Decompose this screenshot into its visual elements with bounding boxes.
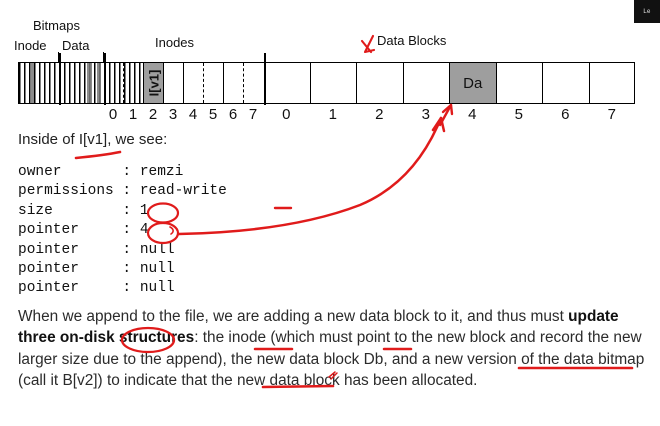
logo-badge-text: Le	[643, 8, 651, 15]
label-bitmaps: Bitmaps	[33, 18, 80, 33]
inode-slot-1	[124, 63, 144, 103]
paragraph-part-2: : the inode (which must point to the new…	[18, 329, 645, 389]
inode-field-listing: owner : remzi permissions : read-write s…	[18, 164, 227, 297]
inode-slot-4	[184, 63, 204, 103]
data-block-0	[264, 63, 311, 103]
inode-table: I[v1]	[104, 63, 264, 103]
label-inode-bitmap: Inode	[14, 38, 47, 53]
data-block-table: Da	[264, 63, 636, 103]
disk-layout-strip: I[v1] Da	[18, 53, 636, 105]
logo-badge: Le	[634, 0, 660, 23]
data-block-index-0: 0	[282, 106, 291, 123]
inode-index-1: 1	[128, 106, 138, 123]
inode-index-7: 7	[248, 106, 258, 123]
label-data-bitmap: Data	[62, 38, 90, 53]
inode-region-end	[264, 53, 267, 105]
data-block-index-4: 4	[468, 106, 477, 123]
data-block-6	[543, 63, 590, 103]
tick-mark-data-bitmap	[103, 52, 104, 62]
underline-intro-Iv1	[74, 150, 122, 160]
data-block-index-1: 1	[328, 106, 337, 123]
data-block-index-3: 3	[421, 106, 430, 123]
bitmap-separator	[59, 53, 62, 105]
inode-slot-5	[204, 63, 224, 103]
data-bitmap-set-bit-b	[97, 63, 101, 103]
inode-index-2: 2	[148, 106, 158, 123]
data-block-7	[590, 63, 637, 103]
inode-index-5: 5	[208, 106, 218, 123]
inode-slot-0	[104, 63, 124, 103]
check-mark-icon	[360, 34, 376, 54]
data-bitmap-set-bit-a	[87, 63, 92, 103]
bitmap-region-end	[104, 53, 107, 105]
data-block-4: Da	[450, 63, 497, 103]
data-block-index-5: 5	[514, 106, 523, 123]
inode-slot-3	[164, 63, 184, 103]
inode-index-4: 4	[188, 106, 198, 123]
inode-index-6: 6	[228, 106, 238, 123]
inode-index-3: 3	[168, 106, 178, 123]
inode-bitmap-set-bit	[30, 63, 34, 103]
inode-slot-2: I[v1]	[144, 63, 164, 103]
label-data-blocks: Data Blocks	[377, 33, 447, 48]
inode-slot-7	[244, 63, 264, 103]
data-block-index-2: 2	[375, 106, 384, 123]
inode-slot-6	[224, 63, 244, 103]
data-block-index-6: 6	[561, 106, 570, 123]
inode-bitmap-region	[19, 63, 59, 103]
explanation-paragraph: When we append to the file, we are addin…	[18, 306, 650, 391]
data-block-index-7: 7	[607, 106, 616, 123]
data-block-3	[404, 63, 450, 103]
inode-intro-text: Inside of I[v1], we see:	[18, 131, 168, 148]
data-block-5	[497, 63, 543, 103]
paragraph-part-1: When we append to the file, we are addin…	[18, 308, 569, 325]
inode-index-0: 0	[108, 106, 118, 123]
data-block-label-4: Da	[463, 74, 483, 92]
data-block-2	[357, 63, 404, 103]
data-block-1	[311, 63, 357, 103]
data-bitmap-region	[59, 63, 144, 103]
label-inodes: Inodes	[155, 35, 195, 50]
tick-mark-inode-bitmap	[58, 52, 59, 62]
